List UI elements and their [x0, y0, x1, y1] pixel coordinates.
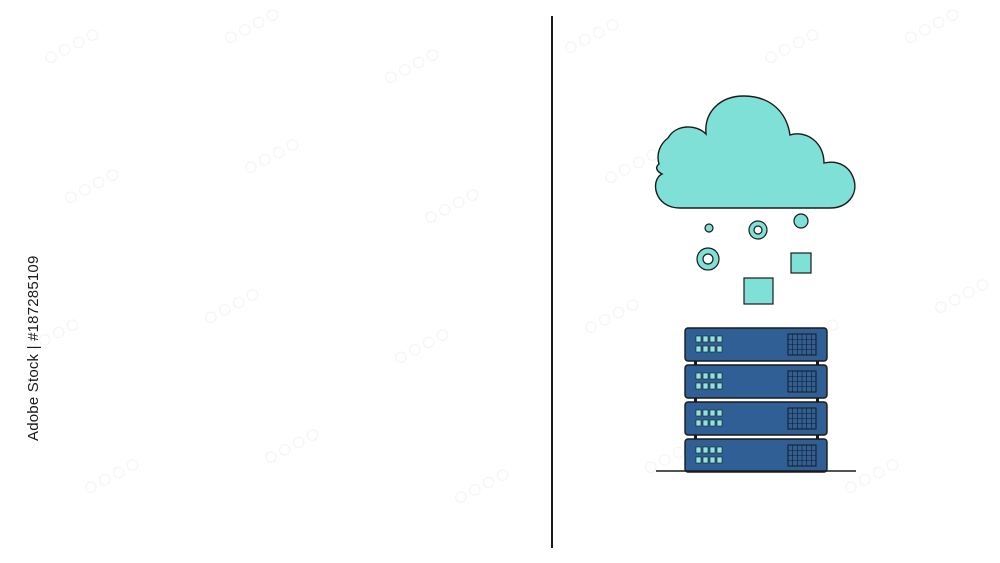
particle-square [790, 252, 812, 274]
data-particles [696, 213, 812, 305]
watermark-mark: ○○○○ [56, 157, 126, 214]
cloud-icon [654, 95, 856, 209]
watermark-mark: ○○○○ [256, 417, 326, 474]
watermark-mark: ○○○○ [376, 37, 446, 94]
server-unit [684, 364, 828, 399]
server-unit [684, 327, 828, 362]
watermark-mark: ○○○○ [446, 457, 516, 514]
particle-dot [704, 223, 714, 233]
vertical-divider [551, 16, 553, 548]
particle-dot [793, 213, 809, 229]
cloud-server-illustration [654, 95, 856, 473]
rack-rail [816, 435, 819, 439]
watermark-mark: ○○○○ [416, 177, 486, 234]
watermark-mark: ○○○○ [76, 447, 146, 504]
watermark-mark: ○○○○ [896, 0, 966, 54]
watermark-mark: ○○○○ [386, 317, 456, 374]
watermark-mark: ○○○○ [216, 0, 286, 54]
watermark-mark: ○○○○ [926, 267, 996, 324]
watermark-mark: ○○○○ [556, 7, 626, 64]
rack-rail [694, 435, 697, 439]
rack-rail [694, 398, 697, 402]
rack-rail [694, 361, 697, 365]
watermark-mark: ○○○○ [196, 277, 266, 334]
particle-square [743, 277, 774, 305]
rack-rail [816, 398, 819, 402]
watermark-mark: ○○○○ [236, 127, 306, 184]
rack-rail [816, 361, 819, 365]
watermark-mark: ○○○○ [36, 17, 106, 74]
watermark-mark: ○○○○ [576, 287, 646, 344]
server-rack-icon [684, 327, 828, 473]
watermark-mark: ○○○○ [756, 17, 826, 74]
server-unit [684, 401, 828, 436]
stock-id-label: Adobe Stock | #187285109 [25, 255, 42, 441]
server-unit [684, 438, 828, 473]
